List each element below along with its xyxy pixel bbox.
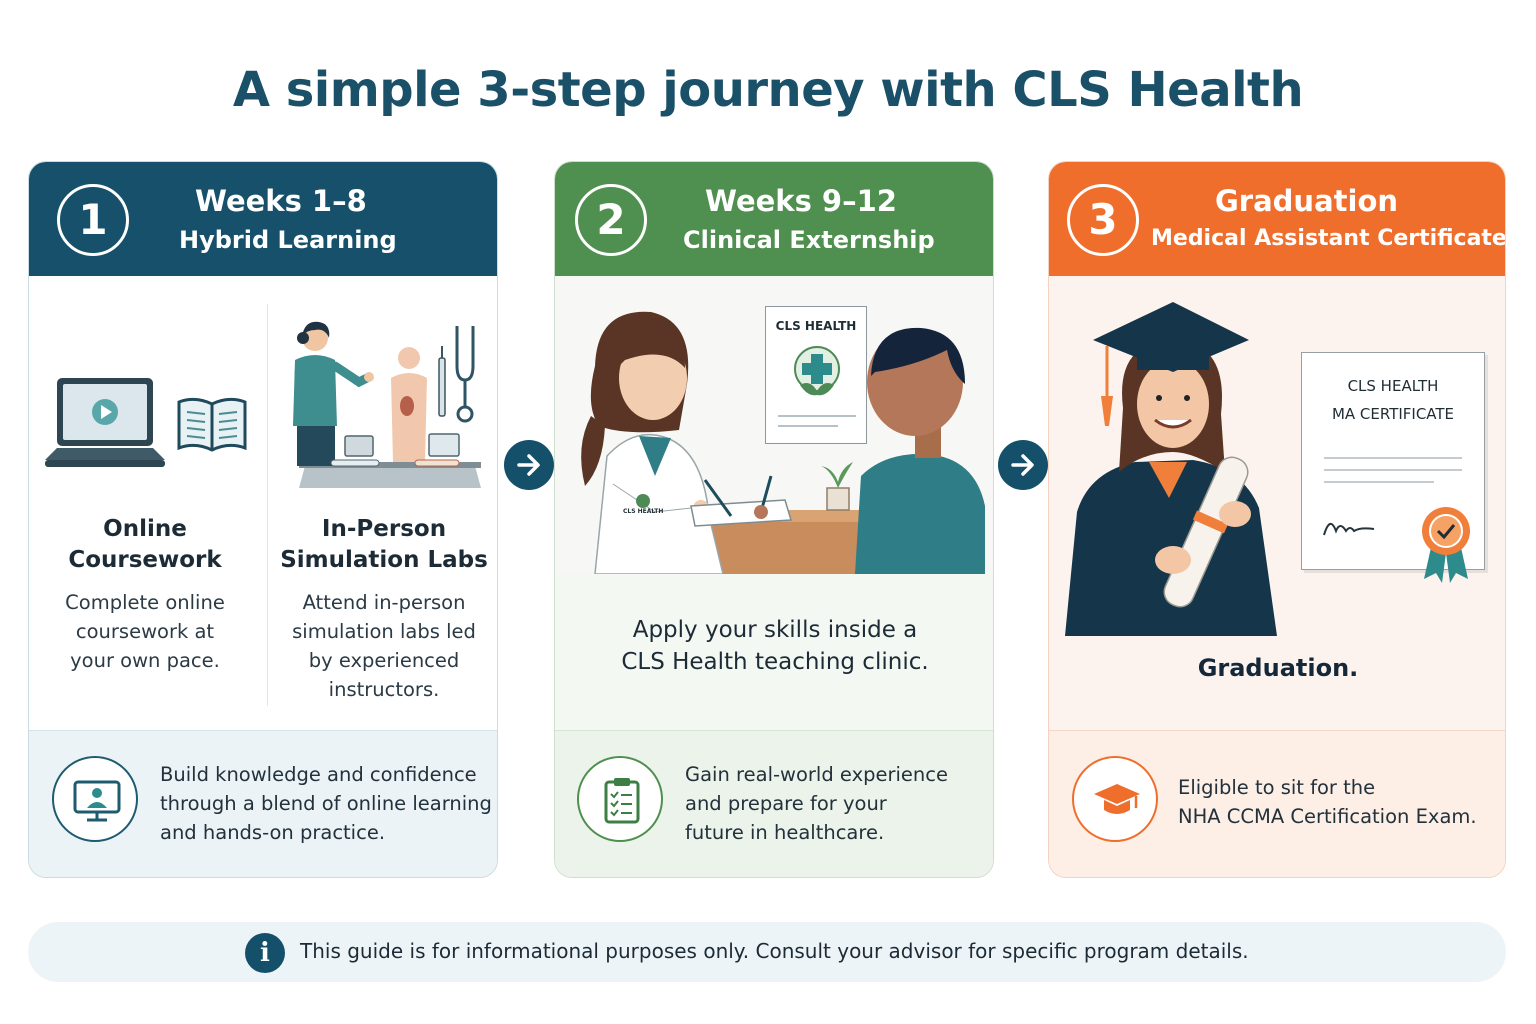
certificate-rule (1324, 481, 1434, 483)
step-2-footer: Gain real-world experience and prepare f… (555, 730, 993, 877)
clipboard-checklist-icon (577, 756, 663, 842)
step-3-header: 3 Graduation Medical Assistant Certifica… (1049, 162, 1505, 276)
col-labs-title-l1: In-Person (321, 516, 447, 542)
step-3-caption: Graduation. (1197, 654, 1359, 682)
step-2-heading: Weeks 9–12 (705, 184, 897, 218)
step-card-2: 2 Weeks 9–12 Clinical Externship CLS HEA… (554, 161, 994, 878)
col-labs-title: In-Person Simulation Labs (279, 514, 489, 576)
certificate-line1: CLS HEALTH (1347, 377, 1439, 395)
col-online-text: Complete online coursework at your own p… (45, 588, 245, 675)
laptop-play-icon (45, 378, 165, 467)
text-line: Gain real-world experience (685, 763, 948, 786)
award-seal-icon (1422, 507, 1470, 583)
graduate-illustration (1065, 302, 1277, 636)
step-1-number: 1 (57, 184, 129, 256)
text-line: through a blend of online learning (160, 792, 492, 815)
open-book-icon (177, 397, 247, 452)
text-line: instructors. (328, 678, 440, 701)
step-3-number: 3 (1067, 184, 1139, 256)
step-1-header: 1 Weeks 1–8 Hybrid Learning (29, 162, 497, 276)
text-line: simulation labs led (292, 620, 476, 643)
clinic-consultation-illustration (581, 311, 985, 574)
coat-logo: CLS HEALTH (623, 494, 663, 515)
col-labs-text: Attend in-person simulation labs led by … (279, 588, 489, 704)
disclaimer-banner: i This guide is for informational purpos… (28, 922, 1506, 982)
certificate: CLS HEALTH MA CERTIFICATE (1301, 352, 1485, 583)
page-title: A simple 3-step journey with CLS Health (232, 62, 1304, 118)
text-line: by experienced (308, 649, 460, 672)
step-1-footer-text: Build knowledge and confidence through a… (160, 760, 492, 847)
certificate-rule (1324, 469, 1462, 471)
step-2-footer-text: Gain real-world experience and prepare f… (685, 760, 948, 847)
text-line: your own pace. (70, 649, 220, 672)
step-2-number: 2 (575, 184, 647, 256)
step-3-footer: Eligible to sit for the NHA CCMA Certifi… (1049, 730, 1505, 877)
text-line: Build knowledge and confidence (160, 763, 477, 786)
step-3-heading: Graduation (1215, 184, 1399, 218)
col-labs-title-l2: Simulation Labs (280, 547, 488, 573)
text-line: Eligible to sit for the (1178, 776, 1376, 799)
disclaimer-text: This guide is for informational purposes… (300, 939, 1249, 963)
info-icon: i (245, 933, 285, 973)
coat-logo-leaf-icon (636, 494, 650, 508)
arrow-right-icon (504, 440, 554, 490)
certificate-line2: MA CERTIFICATE (1331, 405, 1455, 423)
coat-logo-text: CLS HEALTH (623, 508, 664, 515)
text-line: Complete online (65, 591, 225, 614)
text-line: coursework at (75, 620, 215, 643)
text-line: NHA CCMA Certification Exam. (1178, 805, 1477, 828)
step-1-body: Online Coursework Complete online course… (29, 276, 497, 730)
clinic-poster: CLS HEALTH (765, 306, 867, 444)
health-cross-icon (794, 346, 840, 396)
step-2-body: CLS HEALTH (555, 276, 993, 730)
simulation-lab-illustration (293, 321, 481, 488)
col-online-title-l2: Coursework (68, 547, 222, 573)
text-line: and prepare for your (685, 792, 887, 815)
text-line: future in healthcare. (685, 821, 885, 844)
column-divider (267, 304, 268, 706)
step-3-footer-text: Eligible to sit for the NHA CCMA Certifi… (1178, 773, 1477, 831)
step-2-caption: Apply your skills inside a CLS Health te… (575, 614, 975, 678)
text-line: Apply your skills inside a (632, 617, 918, 643)
clinic-scene: CLS HEALTH (555, 276, 993, 574)
signature-icon (1323, 523, 1375, 536)
step-1-subheading: Hybrid Learning (179, 226, 397, 254)
step-1-footer: Build knowledge and confidence through a… (29, 730, 497, 877)
text-line: Attend in-person (302, 591, 466, 614)
text-line: CLS Health teaching clinic. (621, 649, 929, 675)
step-2-header: 2 Weeks 9–12 Clinical Externship (555, 162, 993, 276)
step-1-heading: Weeks 1–8 (195, 184, 367, 218)
monitor-person-icon (52, 756, 138, 842)
poster-line (778, 415, 856, 417)
poster-label: CLS HEALTH (775, 319, 857, 333)
step-3-subheading: Medical Assistant Certificate (1151, 226, 1506, 251)
step-2-subheading: Clinical Externship (683, 226, 935, 254)
graduation-cap-icon (1072, 756, 1158, 842)
step-card-3: 3 Graduation Medical Assistant Certifica… (1048, 161, 1506, 878)
text-line: and hands-on practice. (160, 821, 386, 844)
col-online-title-l1: Online (103, 516, 187, 542)
step-3-body: CLS HEALTH MA CERTIFICATE Graduation. (1049, 276, 1505, 730)
col-online-title: Online Coursework (45, 514, 245, 576)
arrow-right-icon (998, 440, 1048, 490)
certificate-rule (1324, 457, 1462, 459)
poster-line (778, 425, 838, 427)
step-card-1: 1 Weeks 1–8 Hybrid Learning (28, 161, 498, 878)
